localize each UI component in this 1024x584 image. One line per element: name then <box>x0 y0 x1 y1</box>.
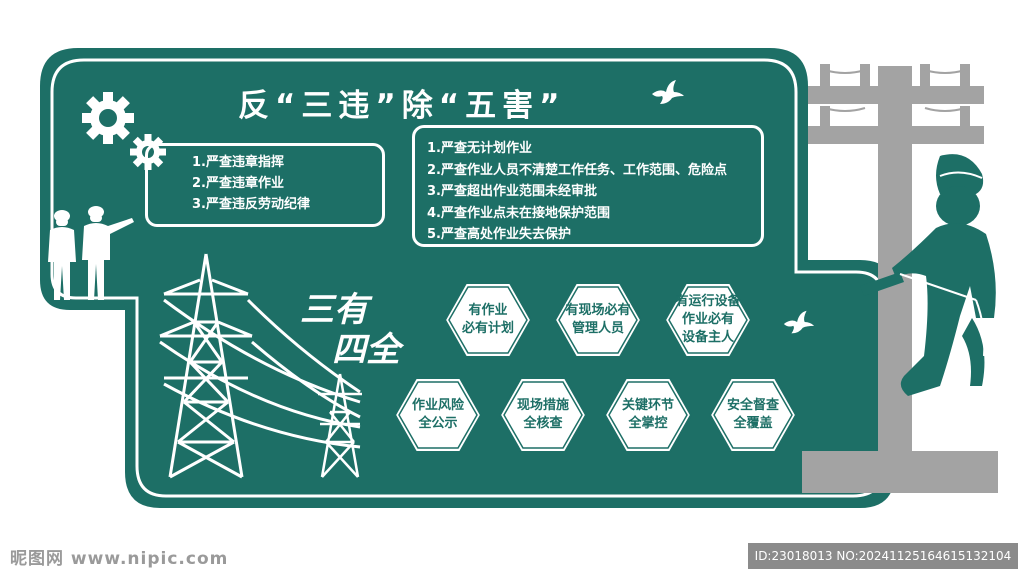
list-item: 3.严查超出作业范围未经审批 <box>427 184 597 199</box>
list-item: 1.严查违章指挥 <box>192 155 284 170</box>
hexagon-label: 有运行设备 作业必有 设备主人 <box>675 294 741 345</box>
hexagon-card: 现场措施 全核查 <box>497 375 589 455</box>
transmission-tower-icon <box>159 253 362 479</box>
hexagon-label: 有现场必有 管理人员 <box>565 303 631 336</box>
slogan-line1: 三有 <box>300 290 368 330</box>
hexagon-card: 作业风险 全公示 <box>392 375 484 455</box>
workers-silhouette-icon <box>48 206 134 300</box>
list-item: 3.严查违反劳动纪律 <box>192 197 310 212</box>
page-title: 反“三违”除“五害” <box>238 88 566 124</box>
list-item: 5.严查高处作业失去保护 <box>427 227 571 242</box>
image-id-badge: ID:23018013 NO:20241125164615132104 <box>748 543 1018 569</box>
list-item: 2.严查作业人员不清楚工作任务、工作范围、危险点 <box>427 162 727 178</box>
list-item: 2.严查违章作业 <box>192 176 284 191</box>
hexagon-card: 有运行设备 作业必有 设备主人 <box>662 280 754 360</box>
hexagon-label: 安全督查 全覆盖 <box>726 398 779 431</box>
hexagon-label: 现场措施 全核查 <box>516 398 569 431</box>
list-item: 1.严查无计划作业 <box>427 141 532 156</box>
dove-icon-2 <box>783 310 815 334</box>
hexagon-label: 关键环节 全掌控 <box>621 398 674 431</box>
three-violations-box: 1.严查违章指挥 2.严查违章作业 3.严查违反劳动纪律 <box>145 143 385 227</box>
hexagon-label: 作业风险 全公示 <box>411 398 464 431</box>
list-item: 4.严查作业点未在接地保护范围 <box>427 205 610 221</box>
hexagon-label: 有作业 必有计划 <box>461 303 514 336</box>
utility-pole-worker-icon <box>802 64 998 493</box>
gear-icon <box>82 92 134 144</box>
five-harms-box: 1.严查无计划作业 2.严查作业人员不清楚工作任务、工作范围、危险点 3.严查超… <box>412 125 764 247</box>
hexagon-card: 有作业 必有计划 <box>442 280 534 360</box>
watermark-text: 昵图网 www.nipic.com <box>10 549 229 569</box>
hexagon-card: 有现场必有 管理人员 <box>552 280 644 360</box>
dove-icon <box>652 80 684 104</box>
hexagon-card: 关键环节 全掌控 <box>602 375 694 455</box>
slogan-line2: 四全 <box>332 330 400 370</box>
hexagon-card: 安全督查 全覆盖 <box>707 375 799 455</box>
